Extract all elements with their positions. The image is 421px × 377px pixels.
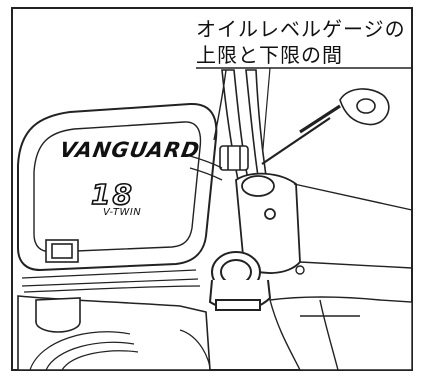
cover-ribs xyxy=(21,269,201,293)
engine-brand-logo: VANGUARD xyxy=(57,138,202,162)
oil-port-housing xyxy=(235,172,413,274)
callout-line-2: 上限と下限の間 xyxy=(196,43,343,67)
lower-arches xyxy=(29,329,211,371)
cables xyxy=(189,69,227,181)
callout-leader-line xyxy=(261,67,271,161)
callout-line-1: オイルレベルゲージの xyxy=(196,17,406,41)
engine-model-number: 18 xyxy=(90,177,134,212)
oil-level-callout: オイルレベルゲージの 上限と下限の間 xyxy=(196,16,406,68)
engine-model-sub: V-TWIN xyxy=(103,207,142,218)
dipstick xyxy=(261,88,390,165)
right-bracket xyxy=(269,265,413,371)
engine-cover xyxy=(17,102,218,272)
oil-cap xyxy=(208,251,272,311)
